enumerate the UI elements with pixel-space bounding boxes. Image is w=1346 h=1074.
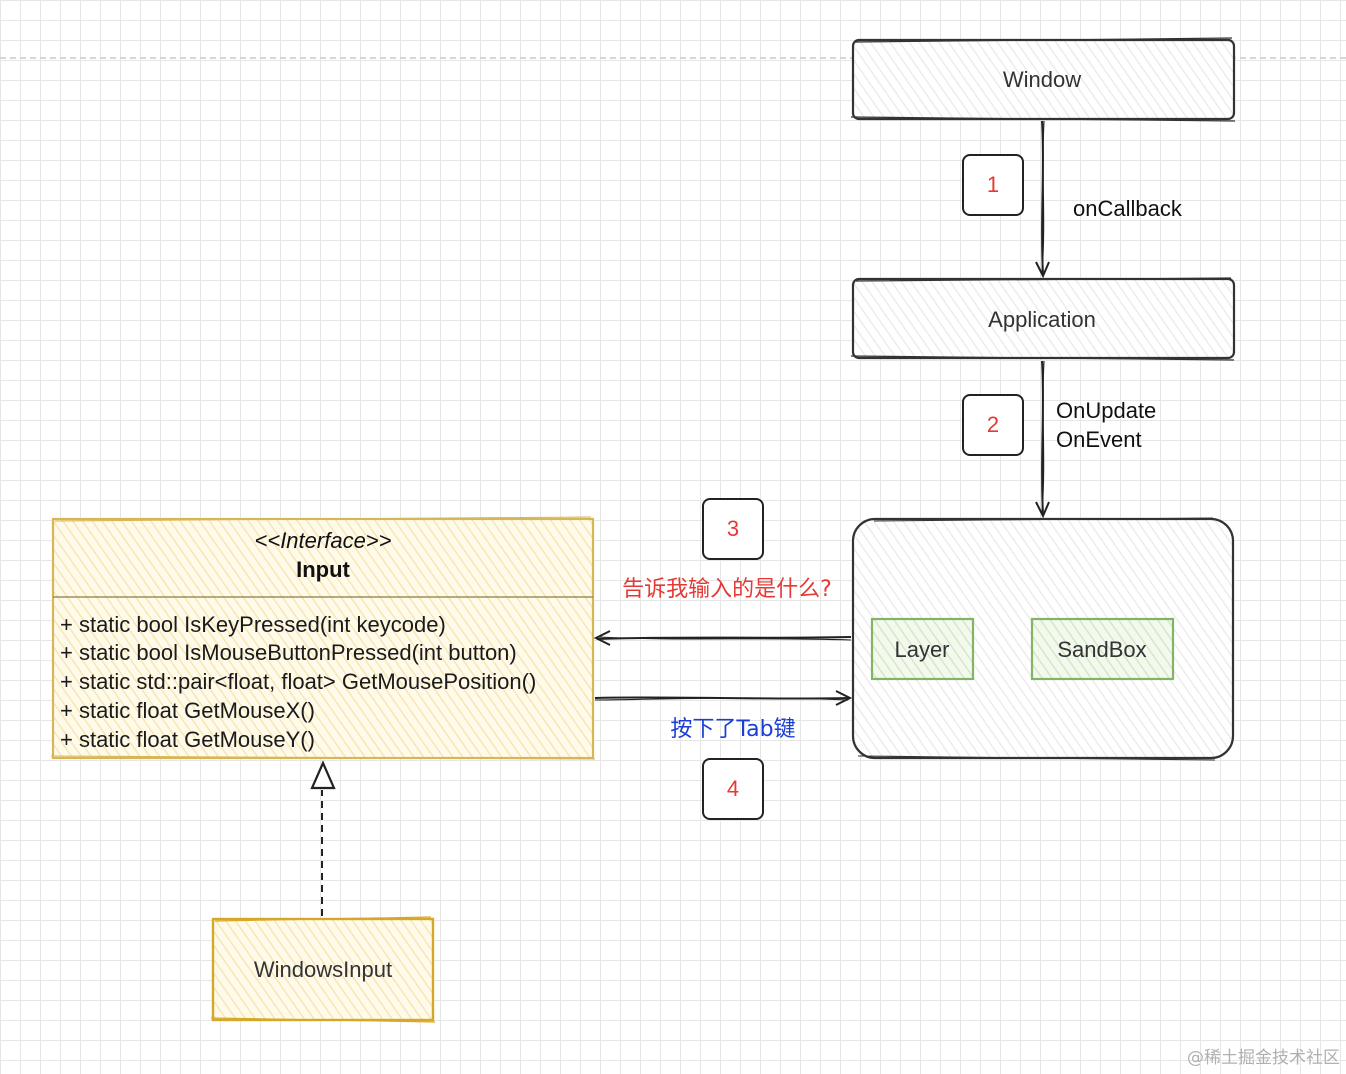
edge-label-on-update: OnUpdate (1056, 398, 1156, 423)
arrow-input-to-layers (594, 690, 853, 706)
interface-method: + static std::pair<float, float> GetMous… (60, 669, 536, 694)
input-interface-node[interactable]: <<Interface>> Input + static bool IsKeyP… (50, 516, 596, 760)
layer-node[interactable]: Layer (870, 617, 975, 681)
step-number: 3 (727, 516, 739, 541)
step-number: 1 (987, 172, 999, 197)
interface-method: + static bool IsMouseButtonPressed(int b… (60, 640, 517, 665)
step-badge-4: 4 (702, 758, 764, 820)
application-node[interactable]: Application (850, 277, 1236, 361)
edge-label-on-event: OnEvent (1056, 427, 1142, 452)
step-number: 2 (987, 412, 999, 437)
window-label: Window (1003, 67, 1081, 92)
window-node[interactable]: Window (850, 37, 1236, 122)
step-badge-3: 3 (702, 498, 764, 560)
edge-label-tab-pressed: 按下了Tab键 (670, 717, 795, 742)
watermark: @稀土掘金技术社区 (1187, 1048, 1340, 1068)
sandbox-label: SandBox (1057, 637, 1146, 662)
edge-label-on-callback: onCallback (1073, 196, 1183, 221)
layer-label: Layer (894, 637, 949, 662)
arrow-application-to-layers (1035, 360, 1050, 519)
interface-stereotype: <<Interface>> (255, 528, 392, 553)
arrow-windows-input-implements-input (310, 760, 336, 916)
application-label: Application (988, 307, 1096, 332)
arrow-layers-to-input (593, 630, 852, 646)
interface-method: + static float GetMouseY() (60, 727, 315, 752)
interface-method: + static float GetMouseX() (60, 698, 315, 723)
interface-method: + static bool IsKeyPressed(int keycode) (60, 612, 446, 637)
arrow-window-to-application (1035, 120, 1050, 279)
sandbox-node[interactable]: SandBox (1030, 617, 1175, 681)
step-badge-1: 1 (962, 154, 1024, 216)
interface-name: Input (296, 557, 350, 582)
windows-input-node[interactable]: WindowsInput (210, 916, 436, 1023)
step-badge-2: 2 (962, 394, 1024, 456)
edge-label-ask-input: 告诉我输入的是什么? (622, 577, 832, 602)
windows-input-label: WindowsInput (254, 957, 392, 982)
step-number: 4 (727, 776, 739, 801)
